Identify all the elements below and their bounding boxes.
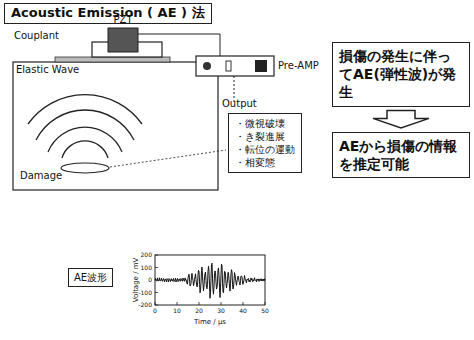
axis-label: 50: [261, 308, 269, 315]
couplant-layer: [55, 57, 170, 62]
wave-arc: [62, 141, 108, 158]
damage-crack: [61, 163, 109, 173]
preamp-display: [255, 60, 267, 72]
part-label: Output: [222, 98, 257, 110]
y-tick: [155, 305, 158, 306]
statement-box: 損傷の発生に伴ってAE(弾性波)が発生: [332, 42, 470, 107]
x-tick: [243, 302, 244, 305]
title-heading: Acoustic Emission ( AE ) 法: [4, 3, 212, 24]
x-tick: [265, 302, 266, 305]
preamp-knob: [203, 62, 211, 70]
arrow-shape: [373, 111, 429, 128]
x-tick: [155, 302, 156, 305]
leader-line: [110, 150, 226, 167]
part-label: Elastic Wave: [16, 64, 79, 76]
block-arrow: [373, 111, 429, 128]
axis-label: 10: [173, 308, 181, 315]
preamp-box: [196, 56, 274, 76]
node-text: AEから損傷の情報を推定可能: [339, 137, 463, 173]
node-text: ・相変態: [235, 156, 295, 169]
x-tick: [177, 302, 178, 305]
axis-label: 30: [217, 308, 225, 315]
axis-label: 20: [195, 308, 203, 315]
axis-label: Time / µs: [194, 318, 226, 326]
wave-arc: [48, 127, 122, 152]
conclusion-box: AEから損傷の情報を推定可能: [332, 132, 470, 178]
node-text: ・微視破壊: [235, 117, 295, 130]
x-tick: [221, 302, 222, 305]
mechanism-list: ・微視破壊・き裂進展・転位の運動・相変態: [228, 113, 302, 173]
y-tick: [155, 255, 158, 256]
wave-arc: [36, 110, 134, 140]
part-label: PZT: [114, 14, 133, 26]
axis-label: 200: [141, 252, 152, 259]
axis-label: -200: [138, 302, 152, 309]
axis-label: 0: [153, 308, 157, 315]
axis-ticks: [155, 255, 265, 305]
node-text: AE波形: [74, 271, 107, 284]
output-line: [234, 76, 235, 102]
ae-waveform: [155, 263, 265, 298]
node-text: 損傷の発生に伴ってAE(弾性波)が発生: [339, 47, 463, 102]
node-text: ・き裂進展: [235, 130, 295, 143]
y-tick: [155, 267, 158, 268]
axis-label: 100: [141, 264, 152, 271]
x-tick: [199, 302, 200, 305]
wave-arc: [28, 95, 142, 124]
part-label: Pre-AMP: [278, 60, 319, 72]
axis-label: 0: [148, 277, 152, 284]
axis-label: -100: [138, 289, 152, 296]
axis-label: Voltage / mV: [132, 258, 140, 303]
signal-wire: [138, 34, 220, 56]
chart-frame: [155, 255, 265, 305]
specimen: [13, 62, 218, 190]
part-label: Damage: [20, 170, 62, 182]
part-label: Couplant: [14, 30, 59, 42]
y-tick: [155, 292, 158, 293]
node-text: ・転位の運動: [235, 143, 295, 156]
axis-label: 40: [239, 308, 247, 315]
waveform-tag: AE波形: [68, 268, 113, 287]
pzt-element: [108, 28, 138, 52]
preamp-switch: [226, 61, 231, 71]
